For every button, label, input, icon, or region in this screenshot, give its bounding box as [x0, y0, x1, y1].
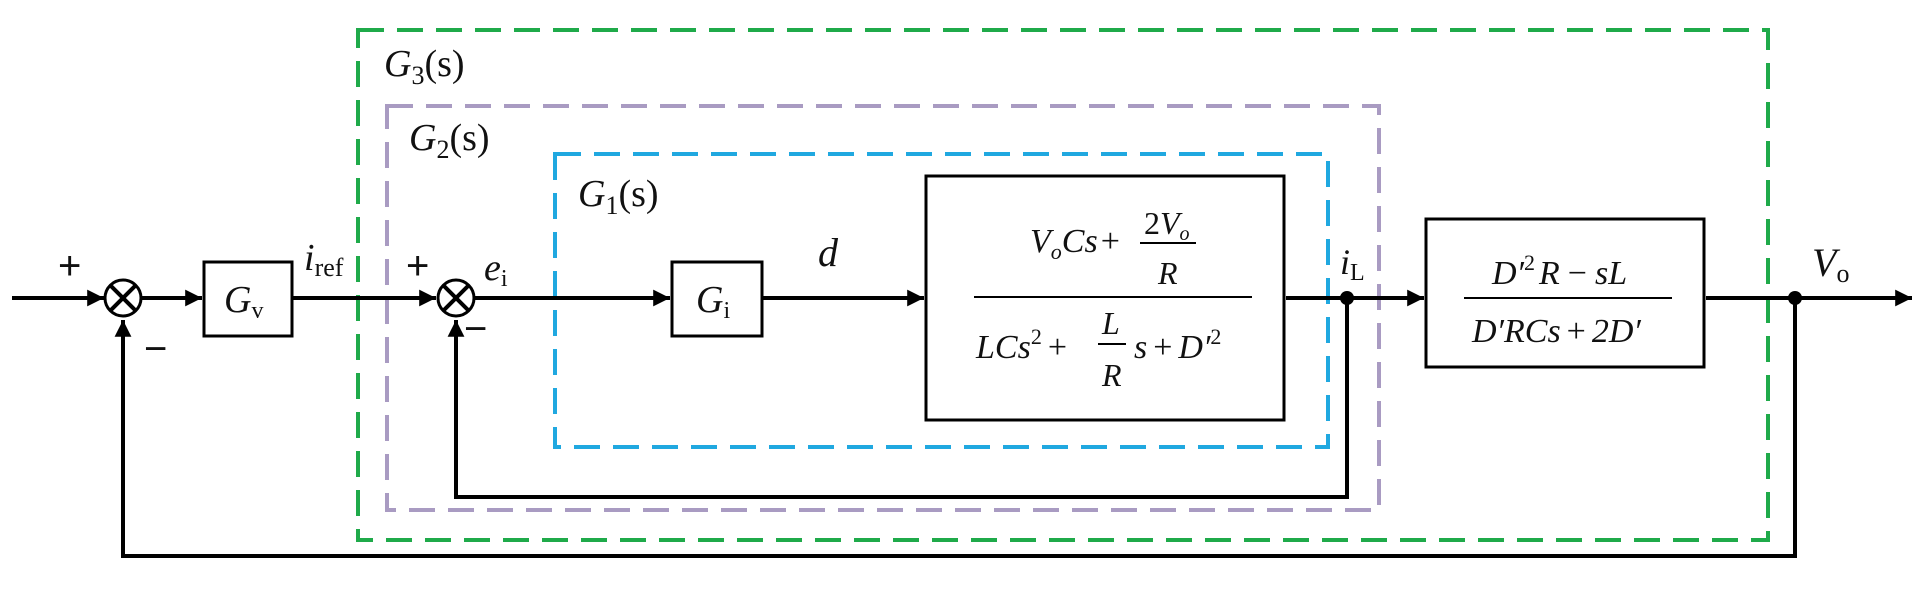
plant2-block	[1424, 217, 1706, 369]
gv-block	[202, 260, 294, 338]
g2-label: G2(s)	[409, 117, 490, 164]
gv-label: Gv	[224, 279, 263, 324]
i-ref-label: iref	[304, 237, 344, 282]
plant1-denominator-frac-bottom: R	[1101, 357, 1122, 393]
plant1-denominator-frac-top: L	[1101, 305, 1120, 341]
plant1-denominator-lcs: LCs2+	[975, 324, 1067, 366]
inner-minus-sign: −	[464, 307, 487, 351]
outer-feedback-path	[114, 302, 1797, 558]
g3-group-border	[356, 28, 1770, 542]
outer-minus-sign: −	[144, 327, 167, 371]
outer-summing-junction	[103, 278, 143, 318]
inner-summing-junction	[436, 278, 476, 318]
e-i-label: ei	[484, 247, 508, 292]
il-takeoff-dot	[1340, 291, 1354, 305]
plant1-numerator-term1: VoCs+	[1030, 223, 1120, 264]
outer-plus-sign: +	[58, 244, 81, 288]
plant2-denominator: D′RCs+2D′	[1471, 313, 1641, 350]
g2-group-border	[385, 104, 1381, 512]
plant1-denominator-tail: s+D′2	[1134, 324, 1221, 366]
v-o-label: Vo	[1812, 240, 1849, 288]
g1-label: G1(s)	[578, 173, 659, 220]
i-l-label: iL	[1340, 242, 1365, 286]
inner-plus-sign: +	[406, 244, 429, 288]
d-label: d	[818, 230, 839, 275]
vo-takeoff-dot	[1788, 291, 1802, 305]
plant1-transfer-function: VoCs+ 2Vo R LCs2+ L R s+D′2	[974, 205, 1252, 393]
gi-label: Gi	[696, 279, 730, 324]
plant1-numerator-frac-top: 2Vo	[1144, 205, 1190, 245]
inner-feedback-path	[447, 302, 1349, 499]
gi-block	[670, 260, 764, 338]
g3-label: G3(s)	[384, 43, 465, 90]
g1-group-border	[553, 152, 1330, 449]
plant1-numerator-frac-bottom: R	[1157, 255, 1178, 291]
